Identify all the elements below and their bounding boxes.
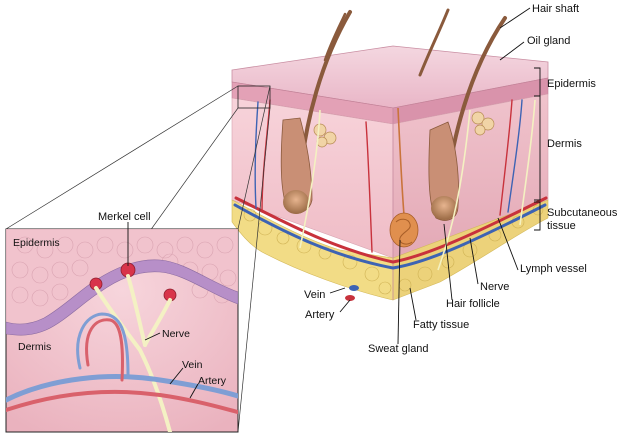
label-hair-shaft: Hair shaft <box>532 3 579 15</box>
label-nerve: Nerve <box>480 281 509 293</box>
blood-vessels <box>233 99 548 270</box>
leader-lines <box>127 7 541 399</box>
inset-panel <box>5 228 239 433</box>
label-artery: Artery <box>305 309 335 321</box>
inset-label-merkel-cell: Merkel cell <box>98 211 151 223</box>
artery-end <box>345 295 355 301</box>
inset-label-nerve: Nerve <box>162 328 190 340</box>
label-subcutaneous: Subcutaneous <box>547 207 618 219</box>
oil-glands <box>313 111 495 148</box>
inset-label-dermis: Dermis <box>18 341 51 353</box>
nerve-fibers <box>299 99 536 271</box>
inset-nerves <box>94 274 172 432</box>
label-vein: Vein <box>304 289 325 301</box>
vein-end <box>349 285 359 291</box>
label-epidermis: Epidermis <box>547 78 596 90</box>
label-dermis: Dermis <box>547 138 582 150</box>
inset-label-artery: Artery <box>198 375 227 387</box>
label-lymph-vessel: Lymph vessel <box>520 263 587 275</box>
inset-vessels <box>6 312 238 414</box>
label-fatty-tissue: Fatty tissue <box>413 319 469 331</box>
labels: Hair shaft Oil gland Epidermis Dermis Su… <box>13 3 618 387</box>
label-sweat-gland: Sweat gland <box>368 343 429 355</box>
label-oil-gland: Oil gland <box>527 35 570 47</box>
label-hair-follicle: Hair follicle <box>446 298 500 310</box>
inset-basal-layer <box>6 259 238 336</box>
skin-block <box>231 8 549 301</box>
label-tissue: tissue <box>547 220 576 232</box>
zoom-selection <box>237 85 271 109</box>
sweat-gland <box>389 107 419 248</box>
inset-label-vein: Vein <box>182 359 203 371</box>
inset-label-epidermis: Epidermis <box>13 237 60 249</box>
